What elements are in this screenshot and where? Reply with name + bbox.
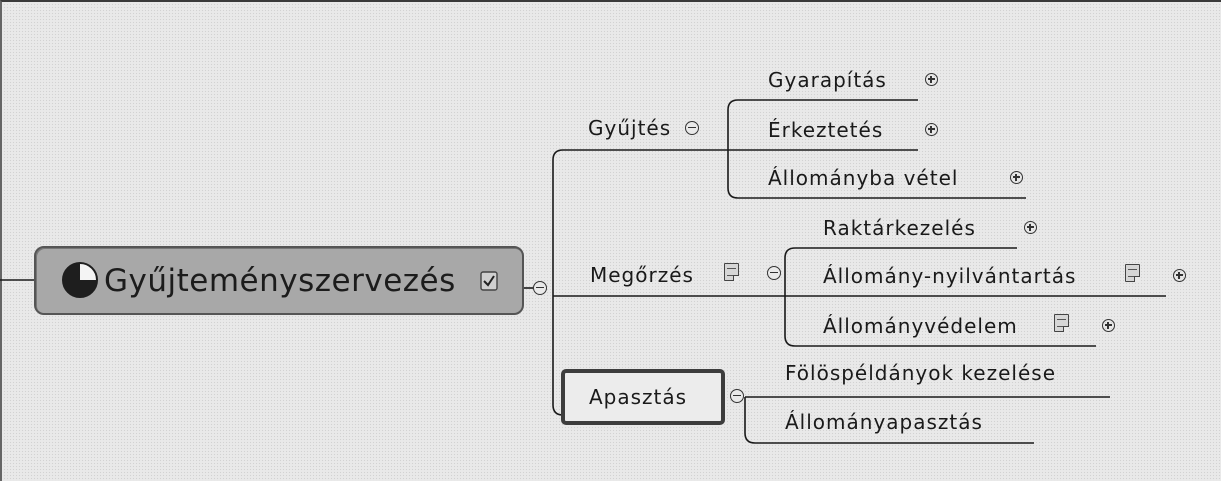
selected-node-highlight[interactable] bbox=[561, 369, 725, 425]
note-icon[interactable] bbox=[724, 263, 739, 281]
child-line-allomanyvedelem bbox=[784, 296, 1096, 347]
expand-allomanyba-vetel-icon[interactable] bbox=[1010, 171, 1023, 184]
node-folospeldanyok-kezelese[interactable]: Fölöspéldányok kezelése bbox=[785, 361, 1056, 385]
child-line-raktarkezeles bbox=[784, 247, 1017, 296]
expand-gyarapitas-icon[interactable] bbox=[925, 73, 938, 86]
collapse-root-icon[interactable] bbox=[533, 281, 547, 295]
main-trunk bbox=[552, 149, 564, 416]
child-line-allomanyba-vetel bbox=[727, 150, 1026, 199]
node-raktarkezeles[interactable]: Raktárkezelés bbox=[823, 216, 976, 240]
node-allomanyapasztas[interactable]: Állományapasztás bbox=[785, 410, 983, 434]
node-allomanyvedelem[interactable]: Állományvédelem bbox=[823, 314, 1018, 338]
branch-apasztas-label[interactable]: Apasztás bbox=[589, 385, 688, 409]
node-allomany-nyilvantartas[interactable]: Állomány-nyilvántartás bbox=[823, 264, 1077, 288]
branch-gyujtes-label[interactable]: Gyűjtés bbox=[588, 116, 672, 140]
branch-megorzes-label[interactable]: Megőrzés bbox=[590, 263, 694, 287]
root-node-label: Gyűjteményszervezés bbox=[104, 263, 456, 299]
collapse-gyujtes-icon[interactable] bbox=[685, 121, 699, 135]
child-line-gyarapitas bbox=[727, 99, 918, 150]
expand-allomanyvedelem-icon[interactable] bbox=[1102, 319, 1115, 332]
progress-pie-icon bbox=[62, 262, 98, 298]
root-node[interactable] bbox=[34, 246, 524, 315]
expand-erkeztetes-icon[interactable] bbox=[925, 123, 938, 136]
node-allomanyba-vetel[interactable]: Állományba vétel bbox=[768, 166, 959, 190]
note-icon[interactable] bbox=[1125, 264, 1140, 282]
note-icon[interactable] bbox=[1054, 314, 1069, 332]
node-gyarapitas[interactable]: Gyarapítás bbox=[768, 68, 887, 92]
collapse-apasztas-icon[interactable] bbox=[730, 389, 744, 403]
collapse-megorzes-icon[interactable] bbox=[767, 266, 781, 280]
expand-allomany-nyilvantartas-icon[interactable] bbox=[1173, 269, 1186, 282]
expand-raktarkezeles-icon[interactable] bbox=[1024, 221, 1037, 234]
child-line-allomanyapasztas bbox=[744, 397, 1034, 444]
task-check-icon bbox=[480, 271, 498, 291]
node-erkeztetes[interactable]: Érkeztetés bbox=[768, 118, 884, 142]
